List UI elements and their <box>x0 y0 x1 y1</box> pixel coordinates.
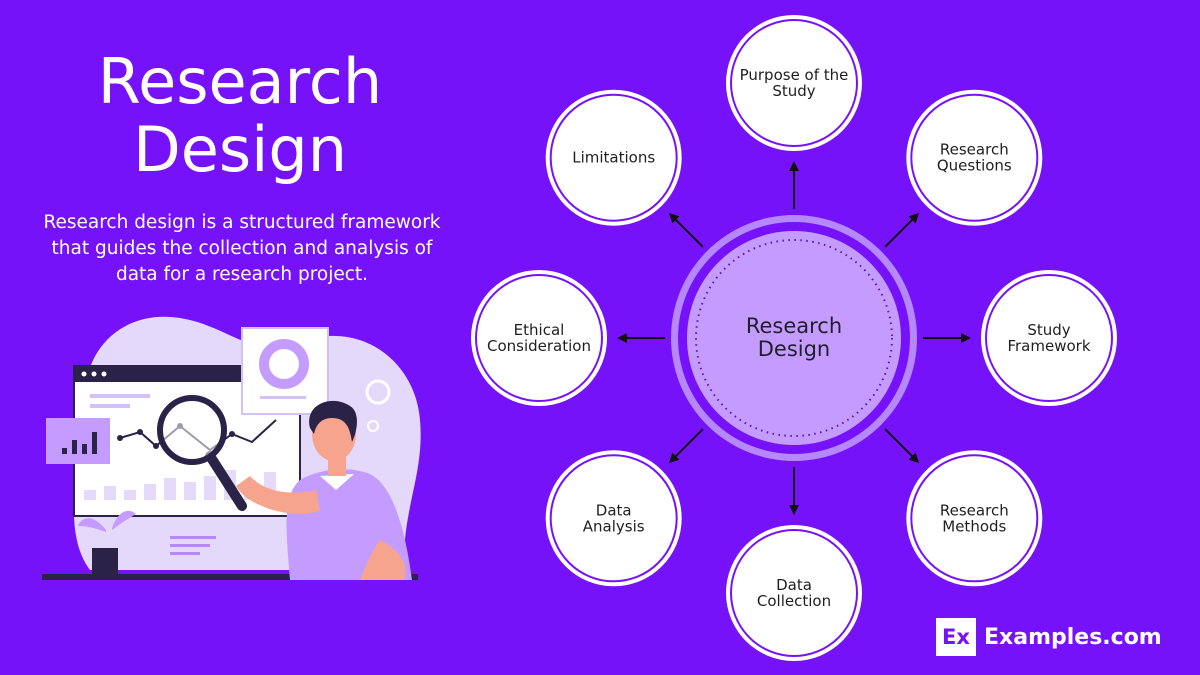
title-line-2: Design <box>132 113 348 186</box>
node-label-questions-2: Questions <box>937 157 1012 175</box>
examples-logo: Ex Examples.com <box>936 618 1162 656</box>
node-inner-circle <box>549 454 678 583</box>
center-label-line-1: Research <box>746 314 842 338</box>
logo-text: Examples.com <box>984 624 1162 650</box>
arrow-analysis <box>668 428 704 464</box>
person-hair <box>309 400 357 442</box>
desk <box>42 574 418 580</box>
logo-mark: Ex <box>936 618 976 656</box>
node-label-framework-2: Framework <box>1007 337 1090 355</box>
node-label-analysis-1: Data <box>596 501 632 519</box>
node-label-ethical-1: Ethical <box>514 321 565 339</box>
person-arm <box>236 476 320 514</box>
search-ring-decor <box>365 379 391 405</box>
node-inner-circle <box>730 19 858 147</box>
node-label-collection-2: Collection <box>757 592 831 610</box>
node-label-purpose-2: Study <box>772 82 815 100</box>
node-inner-circle <box>910 93 1039 222</box>
node-label-purpose-1: Purpose of the <box>740 66 849 84</box>
node-label-analysis-2: Analysis <box>583 517 645 535</box>
node-inner-circle <box>910 454 1039 583</box>
node-label-methods-2: Methods <box>942 517 1006 535</box>
page-title: Research Design <box>40 48 440 184</box>
arrow-questions <box>884 212 920 248</box>
node-label-ethical-2: Consideration <box>487 337 591 355</box>
node-limitations: Limitations <box>545 89 682 226</box>
center-label-line-2: Design <box>758 337 831 361</box>
plant-pot <box>92 548 118 576</box>
small-bar-card <box>46 418 110 464</box>
node-label-questions-1: Research <box>940 141 1009 159</box>
node-label-limitations-1: Limitations <box>572 149 655 167</box>
node-inner-circle <box>730 529 858 657</box>
research-illustration <box>42 316 421 580</box>
magnifier-icon <box>157 395 227 465</box>
node-label-collection-1: Data <box>776 576 812 594</box>
donut-card <box>241 327 329 415</box>
node-inner-circle <box>549 93 678 222</box>
arrow-limitations <box>668 212 704 248</box>
arrow-methods <box>884 428 920 464</box>
node-label-framework-1: Study <box>1027 321 1070 339</box>
node-inner-circle <box>475 274 603 402</box>
title-line-1: Research <box>97 45 383 118</box>
plant <box>78 510 136 532</box>
description-text: Research design is a structured framewor… <box>43 212 441 285</box>
center-node: Research Design <box>671 215 917 461</box>
node-label-methods-1: Research <box>940 501 1009 519</box>
magnifier-handle <box>205 451 247 511</box>
node-inner-circle <box>985 274 1113 402</box>
